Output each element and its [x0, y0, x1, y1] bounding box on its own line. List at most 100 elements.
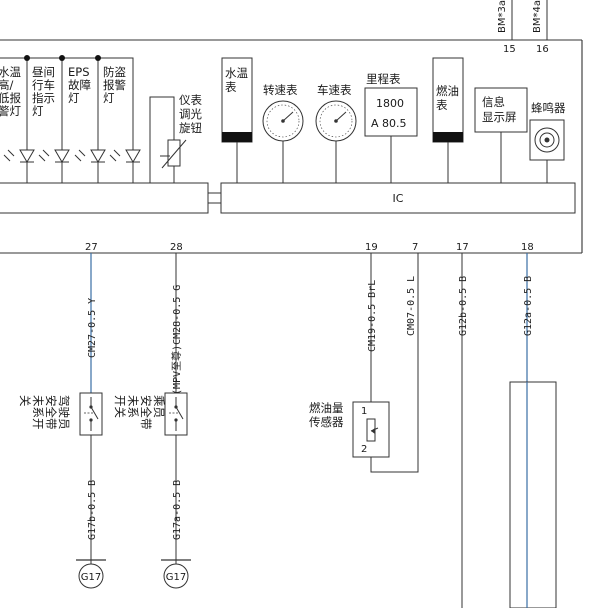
- svg-text:转速表: 转速表: [263, 83, 298, 97]
- svg-text:指示: 指示: [32, 91, 55, 105]
- svg-text:G12b-0.5 B: G12b-0.5 B: [458, 276, 469, 336]
- led-icon-1: [3, 149, 35, 183]
- ic-module-outline: [0, 39, 583, 254]
- ic-bus-bar: IC: [220, 182, 576, 214]
- driver-seatbelt-switch-label: 驾驶员 安全带 未系开 关: [18, 395, 71, 430]
- svg-text:表: 表: [436, 98, 448, 112]
- svg-text:传感器: 传感器: [309, 415, 344, 429]
- top-connector-bm3a: BM*3a 15: [497, 0, 516, 55]
- lamp-eps-fault-label: EPS 故障 灯: [68, 65, 91, 105]
- ground-g17-right: G17: [161, 559, 191, 589]
- wire-7: CM07-0.5 L: [370, 253, 419, 473]
- svg-text:15: 15: [503, 44, 516, 55]
- svg-text:EPS: EPS: [68, 65, 90, 79]
- fuel-level-sensor: 1 2: [352, 401, 390, 458]
- svg-text:未系: 未系: [126, 395, 140, 418]
- top-connector-bm4a: BM*4a 16: [532, 0, 549, 55]
- svg-text:18: 18: [521, 242, 534, 253]
- svg-text:安全带: 安全带: [139, 395, 153, 430]
- bottom-pin-labels: 27 28 19 7 17 18: [85, 242, 534, 253]
- led-icon-4: [109, 149, 141, 183]
- svg-text:1800: 1800: [376, 97, 404, 110]
- svg-text:低报: 低报: [0, 91, 21, 105]
- fuel-level-sensor-label: 燃油量 传感器: [309, 401, 344, 429]
- passenger-seatbelt-switch-label: 乘员 安全带 未系 开关: [113, 395, 166, 430]
- svg-text:旋钮: 旋钮: [179, 121, 202, 135]
- svg-text:驾驶员: 驾驶员: [57, 395, 71, 430]
- buzzer: 蜂鸣器: [529, 101, 566, 183]
- wire-g17b: G17b-0.5 B: [87, 435, 98, 560]
- ground-g17-left: G17: [76, 559, 106, 589]
- info-display: 信息 显示屏: [474, 87, 528, 183]
- junction-dots: [24, 55, 101, 61]
- connector-block-right: [509, 381, 557, 608]
- svg-text:CM07-0.5 L: CM07-0.5 L: [406, 276, 417, 336]
- svg-text:灯: 灯: [103, 91, 115, 105]
- svg-text:表: 表: [225, 80, 237, 94]
- svg-text:昼间: 昼间: [32, 65, 55, 79]
- led-icon-2: [38, 149, 70, 183]
- svg-text:防盗: 防盗: [103, 65, 126, 79]
- dimmer-knob: [149, 96, 187, 183]
- svg-text:16: 16: [536, 44, 549, 55]
- svg-text:水温: 水温: [225, 66, 248, 80]
- led-icon-3: [74, 149, 106, 183]
- svg-text:CM27-0.5 Y: CM27-0.5 Y: [87, 298, 98, 358]
- svg-text:G17a-0.5 B: G17a-0.5 B: [172, 480, 183, 540]
- svg-text:BM*4a: BM*4a: [532, 0, 543, 33]
- svg-text:显示屏: 显示屏: [482, 110, 517, 124]
- odometer: 里程表 1800 A 80.5: [364, 72, 418, 183]
- svg-text:行车: 行车: [32, 78, 55, 92]
- svg-text:G12a-0.5 B: G12a-0.5 B: [523, 276, 534, 336]
- svg-text:信息: 信息: [482, 95, 505, 109]
- svg-text:未系开: 未系开: [31, 395, 45, 430]
- wire-18: G12a-0.5 B: [523, 253, 534, 382]
- svg-text:报警: 报警: [103, 78, 126, 92]
- speedometer-gauge: 车速表: [315, 83, 357, 183]
- lamp-bus: [0, 57, 134, 150]
- svg-text:水温: 水温: [0, 65, 21, 79]
- svg-text:CM19-0.5 BrL: CM19-0.5 BrL: [367, 280, 378, 352]
- svg-text:17: 17: [456, 242, 469, 253]
- svg-text:仪表: 仪表: [179, 93, 202, 107]
- svg-text:安全带: 安全带: [44, 395, 58, 430]
- svg-text:27: 27: [85, 242, 98, 253]
- passenger-seatbelt-switch: [164, 392, 188, 436]
- svg-text:开关: 开关: [113, 395, 127, 418]
- wire-17: G12b-0.5 B: [458, 253, 469, 608]
- svg-text:里程表: 里程表: [366, 72, 401, 86]
- svg-text:蜂鸣器: 蜂鸣器: [531, 101, 566, 115]
- svg-text:关: 关: [18, 395, 32, 407]
- svg-text:A 80.5: A 80.5: [371, 117, 407, 130]
- water-temp-gauge: 水温 表: [221, 57, 253, 183]
- wire-19: CM19-0.5 BrL: [367, 253, 378, 402]
- tachometer-gauge: 转速表: [262, 83, 304, 183]
- lamp-anti-theft-label: 防盗 报警 灯: [103, 65, 126, 105]
- svg-text:(MPV至尊)CM28-0.5 G: (MPV至尊)CM28-0.5 G: [170, 285, 183, 395]
- svg-text:灯: 灯: [68, 91, 80, 105]
- svg-text:燃油: 燃油: [436, 84, 459, 98]
- svg-text:19: 19: [365, 242, 378, 253]
- wire-27: CM27-0.5 Y: [87, 253, 98, 393]
- svg-text:2: 2: [361, 444, 367, 455]
- driver-seatbelt-switch: [79, 392, 103, 436]
- wire-28: (MPV至尊)CM28-0.5 G: [170, 253, 183, 395]
- svg-text:7: 7: [412, 242, 418, 253]
- lamp-bus-bar: [0, 182, 221, 214]
- ic-label: IC: [393, 192, 404, 205]
- svg-text:乘员: 乘员: [152, 395, 166, 418]
- svg-text:G17: G17: [81, 572, 101, 583]
- dimmer-knob-label: 仪表 调光 旋钮: [179, 93, 202, 135]
- svg-text:燃油量: 燃油量: [309, 401, 344, 415]
- svg-text:故障: 故障: [68, 78, 91, 92]
- svg-text:G17: G17: [166, 572, 186, 583]
- svg-text:28: 28: [170, 242, 183, 253]
- lamp-drl-indicator-label: 昼间 行车 指示 灯: [32, 65, 55, 118]
- svg-text:BM*3a: BM*3a: [497, 0, 508, 33]
- svg-text:灯: 灯: [32, 104, 44, 118]
- fuel-gauge: 燃油 表: [432, 57, 464, 183]
- svg-text:调光: 调光: [179, 107, 202, 121]
- svg-text:高/: 高/: [0, 78, 13, 92]
- svg-text:G17b-0.5 B: G17b-0.5 B: [87, 480, 98, 540]
